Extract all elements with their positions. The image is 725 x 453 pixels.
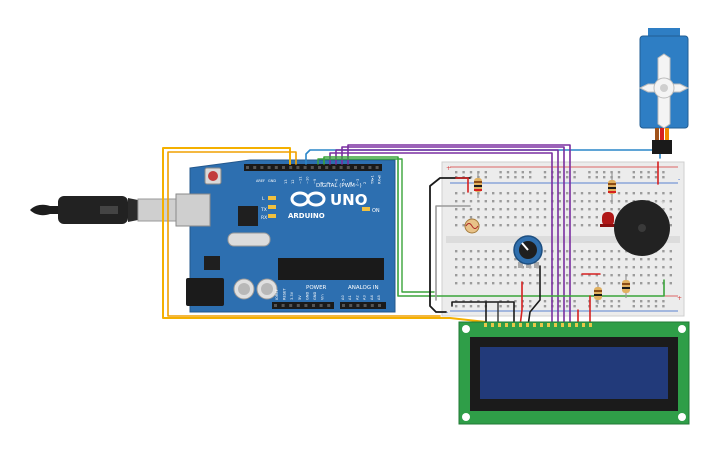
resistor-1[interactable] — [474, 172, 482, 198]
wire-gray — [435, 205, 471, 301]
gnd-label: GND — [268, 179, 276, 183]
pin-label: 3.3V — [290, 291, 294, 300]
pin-label: Vin — [321, 294, 325, 300]
wire-red-1 — [455, 177, 469, 193]
photoresistor-icon[interactable] — [464, 218, 480, 234]
resistor-2[interactable] — [608, 172, 616, 204]
aref-label: AREF — [256, 179, 265, 183]
lcd-screen — [480, 347, 668, 399]
wire-yellow — [162, 147, 487, 323]
l-label: L — [262, 196, 265, 202]
pin-label: 2 — [363, 182, 367, 184]
analog-label: ANALOG IN — [348, 285, 379, 291]
pin-label: A0 — [341, 295, 345, 300]
pin-label: A1 — [348, 295, 352, 300]
pin-label: GND — [313, 292, 317, 300]
resistor-4[interactable] — [622, 276, 630, 298]
wire-orange — [167, 151, 441, 317]
pin-label: A3 — [363, 295, 367, 300]
rail-minus-right: - — [678, 176, 680, 183]
power-jack — [186, 278, 224, 306]
pin-label: 5V — [298, 295, 302, 300]
pin-label: RESET — [283, 288, 287, 300]
wire-purple-3 — [341, 146, 565, 323]
wire-green-1 — [323, 156, 665, 297]
power-header — [272, 302, 334, 309]
pin-label: ~9 — [313, 178, 317, 184]
svg-text:+: + — [660, 198, 666, 206]
wire-black-1 — [429, 177, 471, 313]
wire-black-3 — [527, 265, 541, 327]
pin-label: ~5 — [342, 179, 346, 184]
wires — [162, 144, 665, 327]
red-led-icon[interactable] — [600, 212, 616, 227]
analog-header — [340, 302, 386, 309]
pin-label: 8 — [320, 181, 324, 184]
board-model: UNO — [330, 191, 368, 209]
rail-plus-top: + — [446, 165, 451, 172]
wire-purple-4 — [347, 144, 571, 323]
servo-motor-icon[interactable] — [638, 28, 690, 154]
lcd-pin-header — [484, 323, 592, 327]
pin-label: IOREF — [275, 289, 279, 300]
wire-black-2 — [451, 301, 515, 327]
rail-plus-right: + — [677, 295, 682, 302]
atmega-chip — [278, 258, 384, 280]
pin-label: 4 — [349, 181, 353, 184]
pin-label: TX▸1 — [370, 175, 374, 185]
pin-label: RX◂0 — [378, 174, 382, 184]
board-brand: ARDUINO — [288, 212, 325, 220]
pin-label: GND — [305, 292, 309, 300]
pin-label: 13 — [284, 179, 288, 184]
pin-label: 12 — [291, 179, 295, 184]
power-label: POWER — [306, 285, 327, 291]
tx-label: TX — [260, 207, 267, 213]
pin-label: ~10 — [306, 176, 310, 184]
piezo-buzzer-icon[interactable]: + — [614, 198, 670, 256]
pin-label: 7 — [327, 182, 331, 184]
arduino-logo-icon — [290, 191, 326, 207]
pin-label: ~11 — [298, 176, 302, 184]
on-label: ON — [372, 208, 380, 214]
arduino-uno-board[interactable]: UNO ARDUINO DIGITAL (PWM~) POWER ANALOG … — [175, 159, 396, 313]
digital-label: DIGITAL (PWM~) — [316, 183, 362, 189]
pin-label: A2 — [355, 295, 359, 300]
wire-red-2 — [519, 281, 523, 327]
rail-minus-bottom: - — [446, 309, 448, 316]
pin-label: A4 — [370, 295, 374, 300]
rx-label: RX — [261, 215, 267, 221]
potentiometer-icon[interactable] — [513, 235, 543, 268]
pin-label: ~6 — [334, 178, 338, 184]
resistor-3[interactable] — [594, 284, 602, 304]
lcd-16x2-icon[interactable] — [458, 321, 690, 425]
wire-green-2 — [317, 158, 435, 293]
pin-label: ~3 — [356, 179, 360, 184]
pin-label: A5 — [377, 295, 381, 300]
